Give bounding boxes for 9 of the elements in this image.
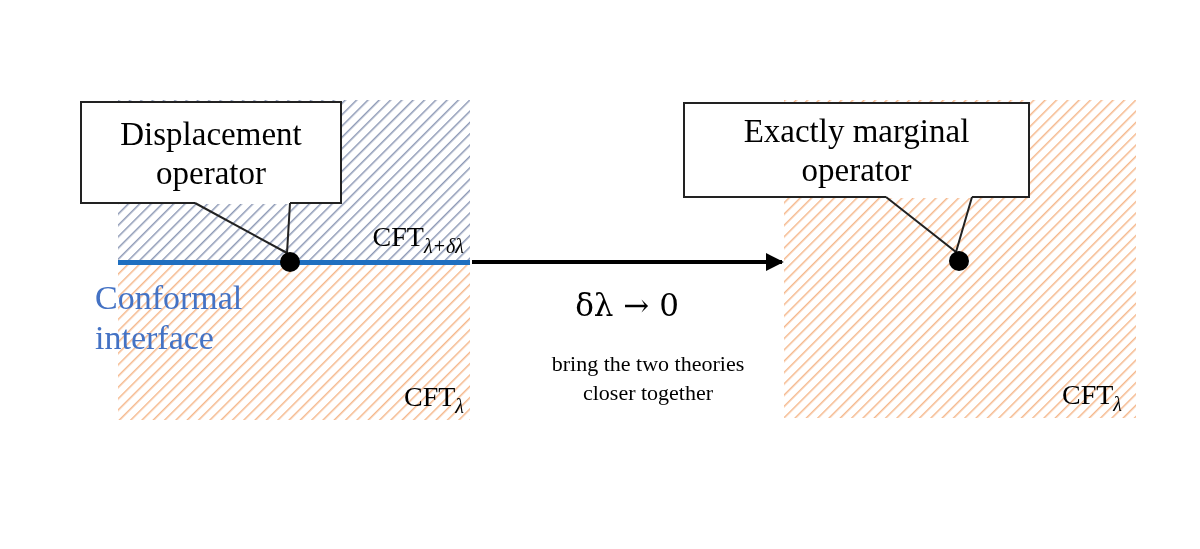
callout-text: Exactly marginal operator — [742, 112, 971, 190]
callout-text: Displacement operator — [119, 114, 303, 193]
arrow — [472, 253, 784, 271]
speech-callout — [80, 101, 342, 204]
region-label: CFT$_{λ}$ — [403, 381, 464, 418]
region-label: CFT$_{λ}$ — [1061, 379, 1122, 416]
note-text: bring the two theories closer together — [550, 350, 746, 407]
region-label: CFT$_{λ+δλ}$ — [372, 221, 464, 258]
speech-callout — [683, 102, 1030, 198]
